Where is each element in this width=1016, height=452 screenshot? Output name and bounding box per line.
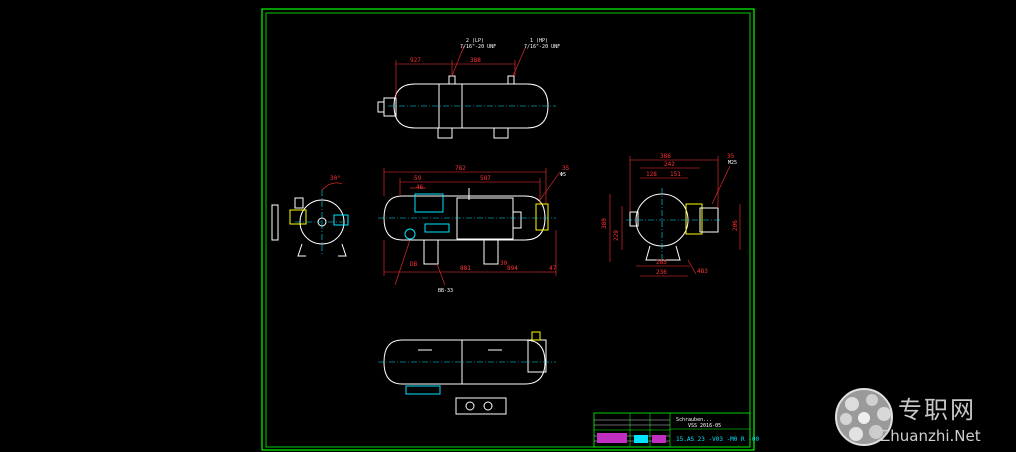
top-view [377,75,556,139]
top-view-dims [395,45,527,98]
top-conn-lp-spec: 7/16"-20 UNF [460,44,496,50]
outer-frame [261,8,755,451]
side-dim-483: 483 [697,268,708,275]
front-dim-30: 30 [500,260,508,267]
side-dim-236: 236 [656,269,667,276]
side-view [626,188,722,262]
top-conn-hp: 1 (HP) [530,38,548,44]
front-dim-35: 35 [562,165,570,172]
inner-frame [265,12,751,448]
watermark-logo [835,388,893,446]
side-view-dims [609,156,741,277]
side-dim-151: 151 [670,171,681,178]
front-dim-overall: 782 [455,165,466,172]
bottom-view [378,331,556,415]
front-mark-db: DB [410,261,418,268]
watermark-url: Zhuanzhi.Net [880,427,981,445]
front-dim-894: 894 [507,265,518,272]
front-dim-phi: Φ5 [560,172,566,178]
front-dim-47: 47 [549,265,557,272]
front-dim-881: 881 [460,265,471,272]
top-dim-1: 927 [410,57,421,64]
side-dim-285: 285 [656,259,667,266]
top-conn-lp: 2 (LP) [466,38,484,44]
left-end-view [271,182,350,257]
side-dim-229: 229 [613,230,620,241]
side-dim-380: 380 [601,218,608,229]
side-mark-m25: M25 [728,160,737,166]
front-dim-inner: 587 [480,175,491,182]
front-dim-59: 59 [414,175,422,182]
top-conn-hp-spec: 7/16"-20 UNF [524,44,560,50]
title-block [593,412,751,448]
side-dim-242: 242 [664,161,675,168]
left-angle: 30° [330,175,341,182]
front-mark-bb: BB-33 [438,288,453,294]
title-block-title: Schrauben... [676,417,712,423]
side-mark-35: 35 [727,153,735,160]
front-dim-46: 46 [416,184,424,191]
side-dim-206: 206 [732,220,739,231]
side-dim-128: 128 [646,171,657,178]
front-view-dims [383,168,561,286]
top-dim-2: 388 [470,57,481,64]
title-block-drawing-number: 15.AS 23 -V03 -M0 R -00 [676,436,759,443]
title-block-material: VSS 2016-05 [688,423,721,429]
watermark-chinese: 专职网 [898,396,976,424]
side-dim-386: 386 [660,153,671,160]
front-view [378,188,556,265]
